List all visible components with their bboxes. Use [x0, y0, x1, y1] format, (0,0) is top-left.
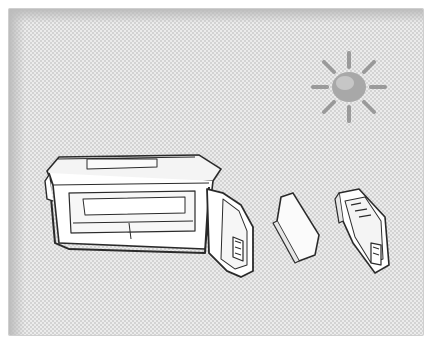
top-shade [9, 9, 424, 23]
product-illustration [9, 9, 424, 336]
illustration-frame [8, 8, 424, 336]
left-shade [9, 9, 25, 336]
sun-icon [313, 53, 385, 121]
